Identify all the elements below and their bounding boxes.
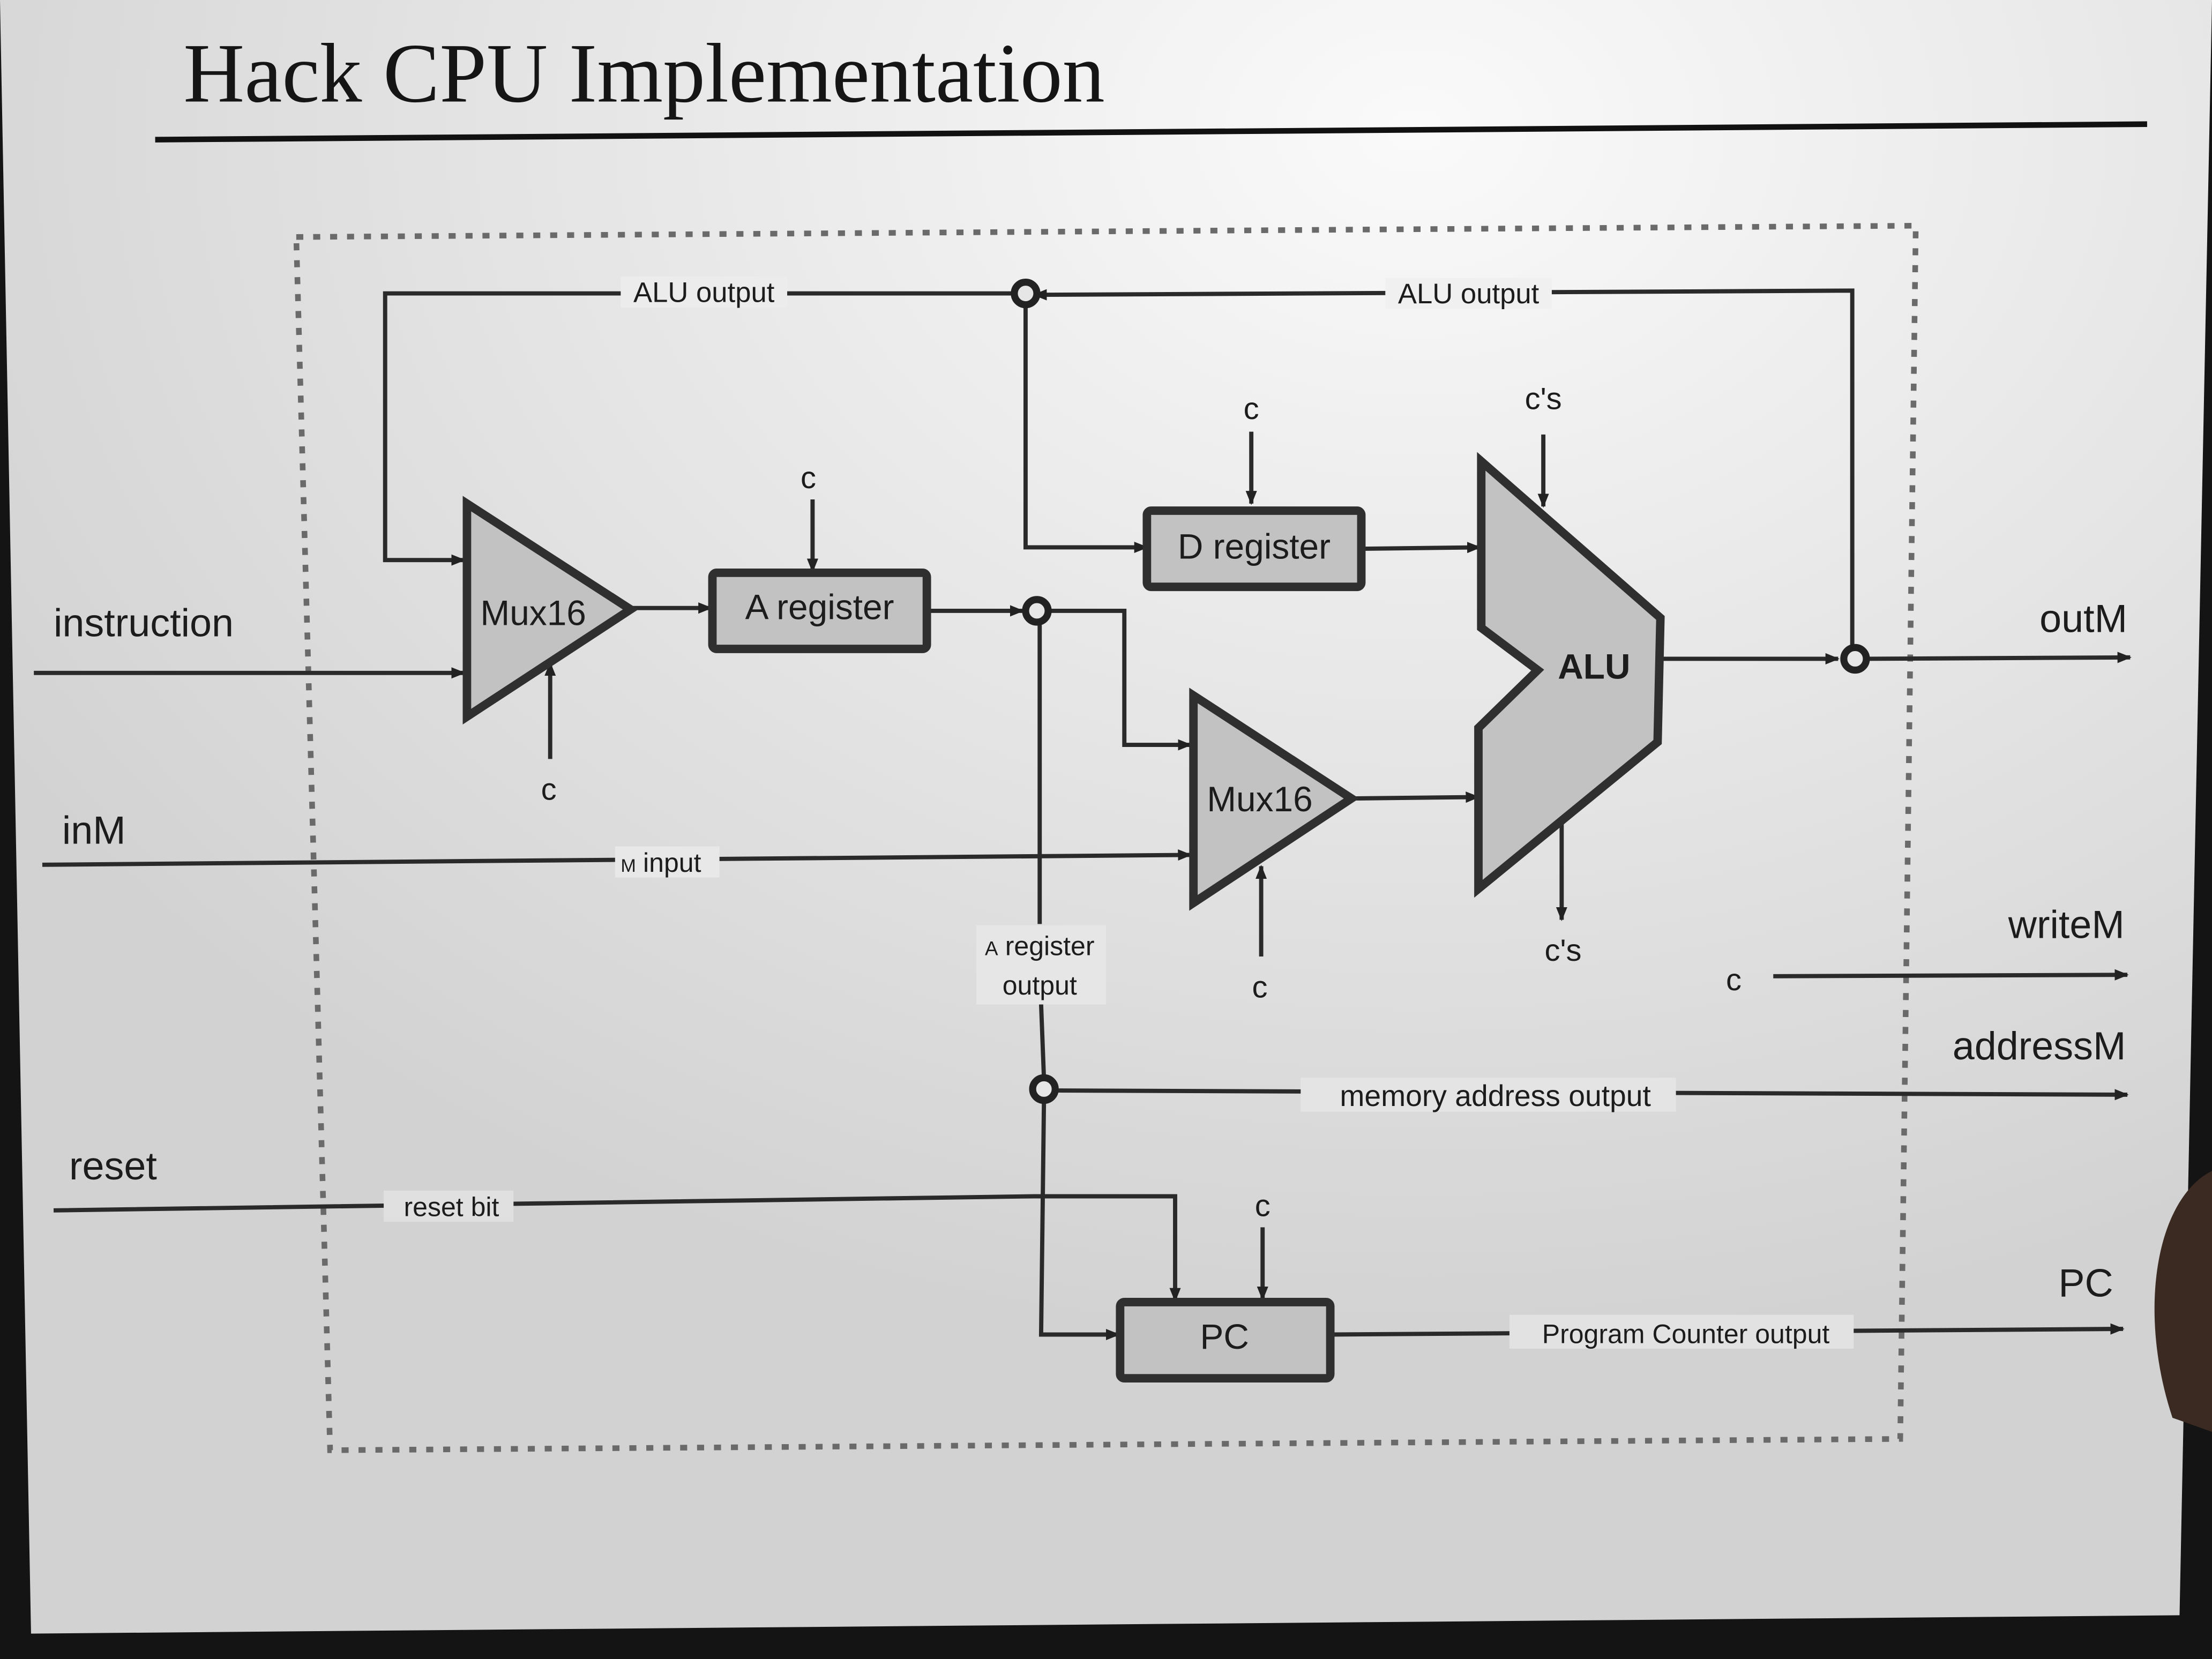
- outm-node: [1840, 644, 1870, 674]
- a-register-output-word: register: [1005, 931, 1095, 961]
- mux-am-control-label: c: [1252, 970, 1267, 1004]
- m-input-prefix: M: [621, 856, 636, 876]
- pc-box: [1116, 1298, 1335, 1382]
- a-register-node: [1022, 596, 1052, 626]
- mux-a-control-label: c: [541, 773, 557, 807]
- presenter-shadow: [2154, 1171, 2212, 1432]
- pc-control-label: c: [1255, 1189, 1271, 1223]
- d-register-label: D register: [1178, 527, 1331, 566]
- alu-label: ALU: [1558, 646, 1630, 686]
- a-register-box: [708, 568, 931, 653]
- alu-feedback-node: [1011, 278, 1041, 309]
- pc-output-label: PC: [2058, 1260, 2113, 1305]
- d-register-to-alu-wire: [1363, 542, 1482, 554]
- pc-label: PC: [1200, 1317, 1249, 1356]
- label-gap: [1385, 278, 1552, 309]
- instruction-input-label: instruction: [54, 600, 234, 645]
- mux16-am-label: Mux16: [1207, 779, 1313, 819]
- outm-output-label: outM: [2039, 596, 2127, 640]
- label-gap: [976, 925, 1106, 1005]
- a-register-control-label: c: [801, 461, 816, 495]
- slide-title: Hack CPU Implementation: [183, 27, 1104, 121]
- address-node: [1029, 1074, 1059, 1104]
- a-to-mux-wire: [1051, 608, 1192, 751]
- label-gap: [384, 1190, 514, 1222]
- alu-output-right-label: ALU output: [1398, 278, 1540, 310]
- label-gap: [621, 276, 788, 308]
- mux16-a-label: Mux16: [480, 593, 586, 632]
- alu-block: [1474, 452, 1665, 898]
- label-gap: [1301, 1078, 1676, 1112]
- writem-control-label: c: [1726, 963, 1742, 997]
- program-counter-output-label: Program Counter output: [1542, 1319, 1830, 1349]
- title-underline: [155, 121, 2147, 143]
- a-register-output-bus-lower: [1038, 1004, 1047, 1078]
- d-register-box: [1142, 506, 1366, 592]
- alu-output-left-label: ALU output: [633, 276, 775, 308]
- mux16-am: [1189, 687, 1359, 911]
- mux16-a: [462, 496, 639, 725]
- writem-output-label: writeM: [2008, 902, 2125, 947]
- reset-input-label: reset: [69, 1144, 157, 1188]
- d-register-control-label: c: [1244, 392, 1259, 426]
- writem-wire: [1773, 969, 2129, 981]
- label-gap: [1509, 1314, 1854, 1349]
- cpu-boundary: [293, 222, 1919, 1453]
- a-to-pc-wire: [1038, 1103, 1120, 1341]
- a-register-label: A register: [745, 587, 894, 627]
- a-register-output-prefix: A: [985, 937, 998, 959]
- reset-wire: [53, 1194, 1181, 1302]
- outm-wire: [1866, 652, 2132, 663]
- m-input-text: input: [643, 848, 701, 878]
- addressm-output-label: addressM: [1953, 1023, 2126, 1068]
- alu-control-out-label: c's: [1544, 933, 1581, 968]
- alu-control-in-label: c's: [1525, 382, 1562, 416]
- mux-to-alu-wire: [1351, 791, 1480, 803]
- inm-input-label: inM: [62, 808, 126, 852]
- reset-bit-label: reset bit: [403, 1192, 499, 1222]
- label-gap: [615, 846, 720, 878]
- a-register-output-label-2: output: [1003, 970, 1077, 1000]
- memory-address-output-label: memory address output: [1340, 1079, 1651, 1112]
